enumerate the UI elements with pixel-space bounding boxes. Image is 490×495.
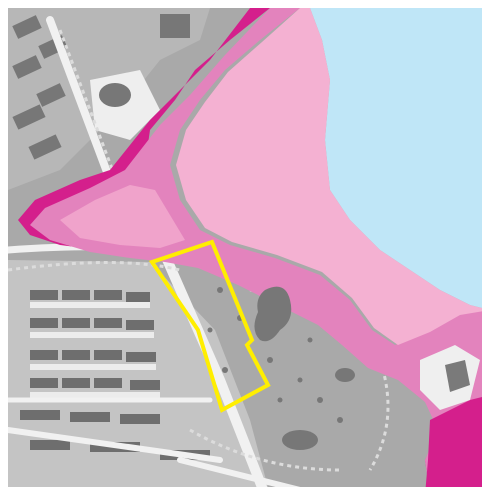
water-body xyxy=(310,8,490,310)
flood-zone-high-west xyxy=(60,185,185,248)
building-blocks-lower-left xyxy=(20,290,210,460)
building-blocks-top-left xyxy=(12,14,190,160)
building-light-lower-left xyxy=(30,302,160,398)
park-features xyxy=(207,286,355,450)
study-area-outline[interactable] xyxy=(148,239,271,413)
open-space-top xyxy=(90,70,160,140)
flood-zone-high xyxy=(176,8,490,345)
flood-zone-low-east xyxy=(425,395,490,495)
building-lower-right xyxy=(420,345,480,410)
